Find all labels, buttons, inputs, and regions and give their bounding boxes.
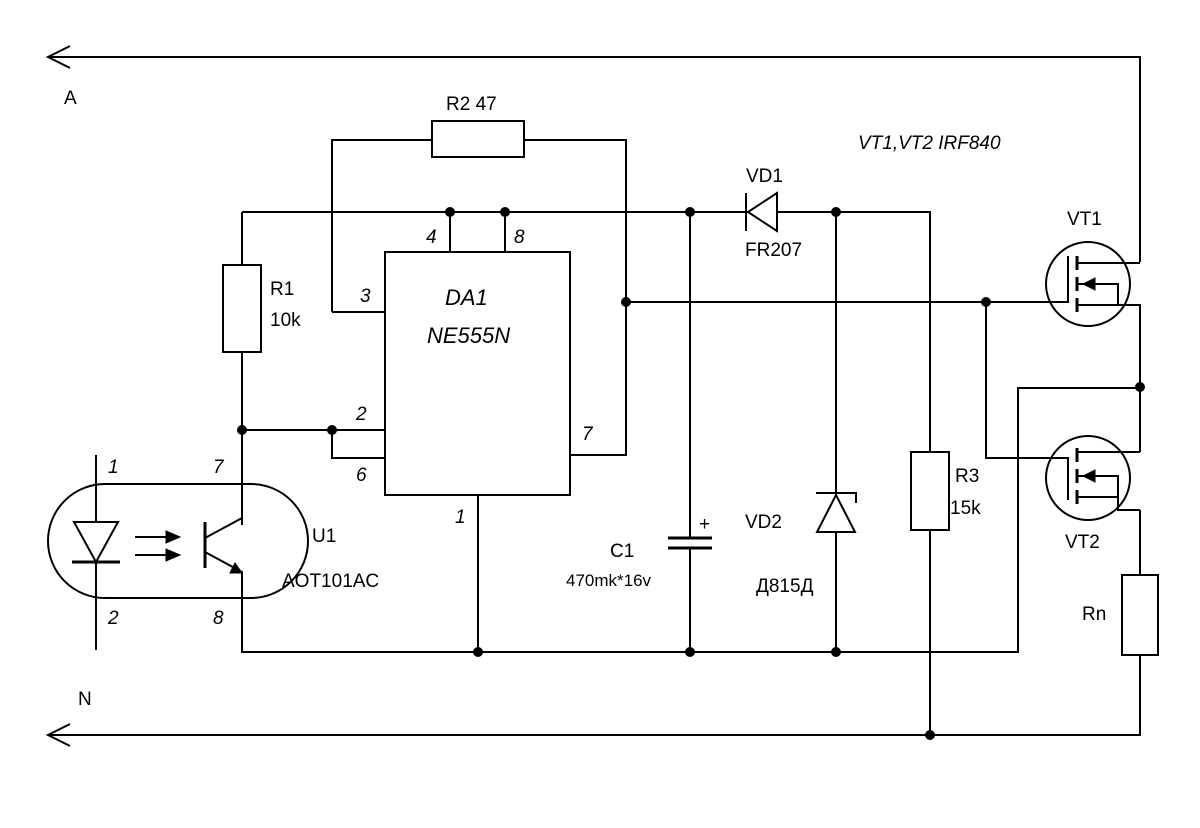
vcc-bus-right <box>777 211 931 452</box>
vt1-gate <box>1045 256 1069 303</box>
da1-ref: DA1 <box>445 285 488 310</box>
junction-dot <box>445 207 455 217</box>
rail-n-arrow <box>45 723 71 747</box>
u1-ref: U1 <box>312 526 336 547</box>
rail-a-arrow <box>45 45 71 69</box>
vd1-part: FR207 <box>745 240 802 261</box>
u1-light-arrow <box>165 548 182 562</box>
diode-vd1: VD1 FR207 <box>745 166 802 261</box>
da1-pin-3: 3 <box>360 286 371 307</box>
resistor-r2: R2 47 <box>431 94 525 158</box>
da1-pin-4: 4 <box>426 227 437 248</box>
vt1-outline <box>1045 241 1131 327</box>
rail-n-label: N <box>78 689 92 710</box>
rn-ref: Rn <box>1082 604 1106 625</box>
mosfet-type-note: VT1,VT2 IRF840 <box>858 133 1001 154</box>
c1-ref: C1 <box>610 541 634 562</box>
da1-pin-7: 7 <box>582 424 594 445</box>
vt1-arrow <box>1081 277 1096 291</box>
vd2-part: Д815Д <box>756 576 814 597</box>
junction-dot <box>831 647 841 657</box>
junction-dot <box>981 297 991 307</box>
vt2-ref: VT2 <box>1065 532 1100 553</box>
u1-pin-1: 1 <box>108 457 119 478</box>
junction-dot <box>237 425 247 435</box>
r2-body <box>431 120 525 158</box>
da1-pin-8: 8 <box>514 227 525 248</box>
da1-part: NE555N <box>427 323 510 348</box>
u1-part: AOT101AC <box>282 571 379 592</box>
u1-pin-8: 8 <box>213 608 224 629</box>
junction-dot <box>500 207 510 217</box>
u1-package <box>47 483 309 599</box>
junction-dot <box>1135 382 1145 392</box>
u1-transistor-leads <box>204 480 243 600</box>
vd1-body <box>746 191 778 233</box>
u1-pin-2: 2 <box>107 608 119 629</box>
rail-a: A <box>45 45 1141 262</box>
r3-ref: R3 <box>955 466 979 487</box>
junction-dot <box>473 647 483 657</box>
ic-da1: DA1 NE555N 4 8 3 2 6 7 1 <box>355 227 594 528</box>
r1-value: 10k <box>270 310 301 331</box>
junction-dot <box>685 207 695 217</box>
r1-body <box>222 264 262 353</box>
junction-dot <box>685 647 695 657</box>
vt2-leads <box>1077 451 1140 511</box>
vd2-body <box>815 492 857 533</box>
rail-a-wire <box>48 56 1141 262</box>
zener-vd2: VD2 Д815Д <box>745 492 857 597</box>
resistor-rn: Rn <box>1082 574 1159 656</box>
da1-pin-6: 6 <box>356 465 367 486</box>
r1-ref: R1 <box>270 279 294 300</box>
u1-light-arrow <box>165 530 182 544</box>
vd2-ref: VD2 <box>745 512 782 533</box>
r2-left-wire <box>331 139 432 312</box>
vt1-ref: VT1 <box>1067 209 1102 230</box>
junction-dot <box>925 730 935 740</box>
u1-pin-7: 7 <box>213 457 225 478</box>
mosfet-vt2: VT2 <box>1045 435 1140 553</box>
wires <box>241 139 1141 735</box>
rn-body <box>1121 574 1159 656</box>
resistor-r3: R3 15k <box>910 451 981 531</box>
junction-dot <box>621 297 631 307</box>
vt1-leads <box>1077 262 1141 320</box>
r3-body <box>910 451 950 531</box>
vt2-outline <box>1045 435 1131 521</box>
c1-polarity: + <box>699 514 710 535</box>
gate-vt2-wire <box>985 302 1045 459</box>
r2-label: R2 47 <box>446 94 497 115</box>
da1-body <box>384 251 571 496</box>
vd2-cathode-bar <box>816 492 857 503</box>
junction-dots <box>237 207 1145 740</box>
junction-dot <box>327 425 337 435</box>
vd1-ref: VD1 <box>746 166 783 187</box>
rail-n: N <box>45 655 1141 747</box>
optocoupler-u1: 1 2 7 8 U1 AOT101AC <box>47 455 379 650</box>
pin6-wire <box>331 430 385 459</box>
u1-emitter-arrow <box>229 562 243 574</box>
vt2-gate <box>1045 457 1069 500</box>
resistor-r1: R1 10k <box>222 264 301 353</box>
c1-value: 470mk*16v <box>566 571 652 590</box>
da1-pin-1: 1 <box>455 507 466 528</box>
vt2-arrow <box>1081 469 1096 483</box>
rail-a-label: A <box>64 88 77 109</box>
capacitor-c1: + C1 470mk*16v <box>566 514 712 590</box>
ground-bus <box>241 387 1140 653</box>
u1-light-rays <box>135 536 170 556</box>
u1-led-body <box>72 521 120 565</box>
mosfet-vt1: VT1 <box>1045 209 1141 327</box>
rail-n-wire <box>48 655 1141 736</box>
da1-pin-2: 2 <box>355 404 367 425</box>
r3-value: 15k <box>950 498 981 519</box>
junction-dot <box>831 207 841 217</box>
